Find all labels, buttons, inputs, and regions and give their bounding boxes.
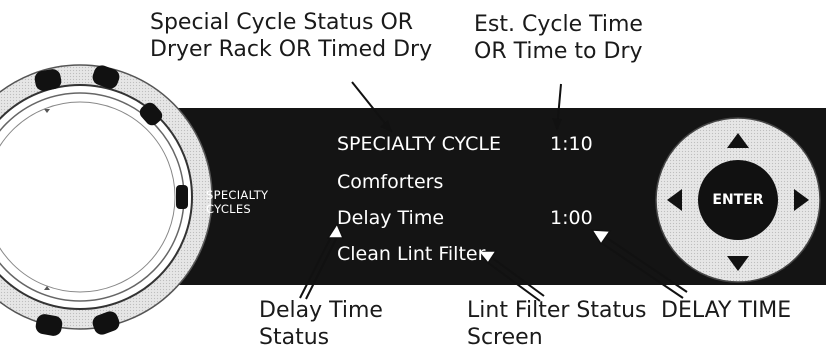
- callout-delay-time: DELAY TIME: [661, 298, 792, 323]
- pointer-delay-status: [305, 236, 338, 300]
- specialty-cycles-label-line1: SPECIALTY: [206, 188, 269, 202]
- cycle-selector-dial: [0, 64, 213, 336]
- specialty-cycles-label-line2: CYCLES: [206, 202, 252, 216]
- navigation-pad: [655, 117, 821, 283]
- display-panel: [150, 108, 826, 285]
- callout-lint-status-line2: Screen: [467, 325, 543, 350]
- callout-special-cycle-line2: Dryer Rack OR Timed Dry: [150, 37, 433, 62]
- enter-button[interactable]: ENTER: [712, 192, 764, 208]
- dial-tick-bottom: [44, 286, 50, 290]
- callout-special-cycle-line1: Special Cycle Status OR: [150, 10, 414, 35]
- display-lint-status: Clean Lint Filter: [337, 243, 486, 265]
- callout-cycle-time-line2: OR Time to Dry: [474, 39, 643, 64]
- callout-cycle-time: Est. Cycle Time OR Time to Dry: [474, 11, 643, 65]
- callout-delay-status-line1: Delay Time: [259, 298, 383, 323]
- pointer-delay-time: [606, 237, 688, 293]
- display-delay-status: Delay Time: [337, 207, 445, 229]
- specialty-cycles-label: SPECIALTY CYCLES: [206, 188, 268, 216]
- left-arrow-icon: [667, 189, 682, 211]
- dial-indicator-3: [139, 102, 163, 126]
- display-cycle-time: 1:10: [550, 133, 593, 155]
- dial-indicator-1: [34, 69, 62, 91]
- callout-lint-status-line1: Lint Filter Status: [467, 298, 647, 323]
- display-cycle-status: SPECIALTY CYCLE: [337, 133, 501, 155]
- dial-indicator-6: [92, 311, 120, 335]
- down-arrow-icon: [727, 256, 749, 271]
- callout-special-cycle: Special Cycle Status OR Dryer Rack OR Ti…: [150, 9, 432, 63]
- callout-delay-status: Delay Time Status: [259, 297, 383, 351]
- dial-tick-top: [44, 109, 50, 113]
- callout-delay-status-line2: Status: [259, 325, 330, 350]
- dial-indicator-4: [176, 185, 188, 209]
- display-delay-time: 1:00: [550, 207, 593, 229]
- display-cycle-name: Comforters: [337, 171, 444, 193]
- callout-pointers: [299, 81, 688, 302]
- up-arrow-icon: [727, 133, 749, 148]
- dial-indicator-5: [35, 314, 63, 336]
- dial-indicator-2: [92, 65, 120, 89]
- pointer-lint-status: [490, 256, 545, 297]
- callout-cycle-time-line1: Est. Cycle Time: [474, 12, 643, 37]
- right-arrow-icon: [794, 189, 809, 211]
- callout-lint-status: Lint Filter Status Screen: [467, 297, 647, 351]
